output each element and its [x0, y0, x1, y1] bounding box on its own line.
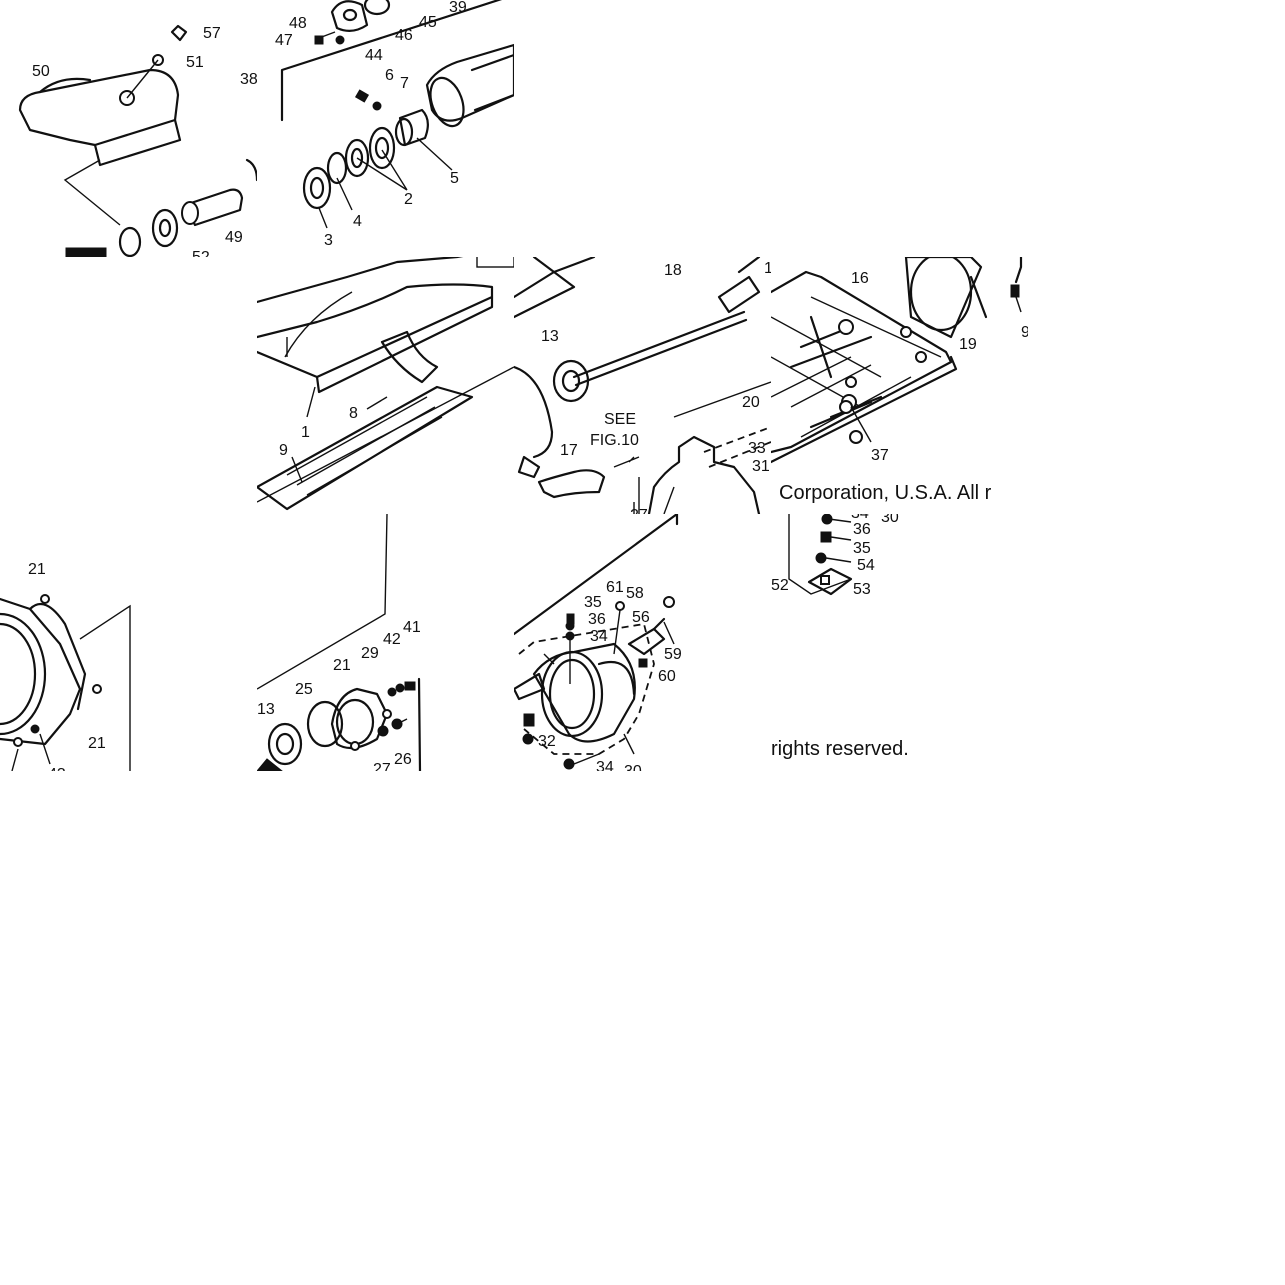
tile-3-drawing: 8 1 9 21 10 [257, 257, 514, 511]
tile-3-label: 1 [301, 424, 310, 441]
diagram-tile-7: 21 29 42 41 25 13 27 26 [257, 514, 514, 771]
tile-6-label: 21 [88, 735, 106, 752]
tile-4-label: 27 [630, 507, 648, 514]
tile-5-label: 16 [851, 270, 869, 287]
tile-8-label: 35 [584, 594, 602, 611]
see-figure-note: SEE [604, 411, 636, 428]
diagram-tile-4: 18 11 13 17 20 33 31 27 SEE FIG.10 [514, 257, 771, 514]
tile-9-label: 53 [853, 581, 871, 598]
tile-2-label: 4 [353, 213, 362, 230]
tile-2-label: 48 [289, 15, 307, 32]
tile-7-drawing: 21 29 42 41 25 13 27 26 [257, 514, 422, 771]
tile-7-label: 41 [403, 619, 421, 636]
tile-9-label: 34 [851, 514, 869, 522]
diagram-tile-6: 21 21 43 [0, 514, 257, 771]
tile-9-label: 54 [857, 557, 875, 574]
tile-1-label: 52 [192, 249, 210, 257]
tile-4-label: 17 [560, 442, 578, 459]
tile-2-label: 44 [365, 47, 383, 64]
diagram-tile-3: 8 1 9 21 10 [257, 257, 514, 514]
tile-4-label: 20 [742, 394, 760, 411]
tile-5-label: 9 [1021, 324, 1028, 341]
tile-1-drawing: 57 51 50 38 49 52 [18, 24, 257, 257]
copyright-text-fragment: Corporation, U.S.A. All r [779, 482, 992, 504]
tile-2-label: 3 [324, 232, 333, 249]
tile-8-drawing: 61 58 35 36 56 34 59 60 32 34 30 [514, 514, 682, 771]
diagram-tile-5: 16 19 9 37 [771, 257, 1028, 514]
tile-7-label: 29 [361, 645, 379, 662]
tile-8-label: 60 [658, 668, 676, 685]
tile-2-label: 5 [450, 170, 459, 187]
tile-5-drawing: 16 19 9 37 [771, 257, 1028, 464]
tile-9-label: 52 [771, 577, 789, 594]
tile-9-label: 30 [881, 514, 899, 526]
diagram-tile-2: 48 47 44 46 45 39 6 7 5 2 4 3 [257, 0, 514, 257]
tile-5-label: 37 [871, 447, 889, 464]
tile-1-label: 51 [186, 54, 204, 71]
diagram-tile-9: 34 36 30 35 54 52 53 [771, 514, 1028, 771]
tile-2-label: 39 [449, 0, 467, 16]
tile-2-label: 45 [419, 14, 437, 31]
tile-1-label: 57 [203, 25, 221, 42]
diagram-tile-8: 61 58 35 36 56 34 59 60 32 34 30 [514, 514, 771, 771]
tile-8-label: 32 [538, 733, 556, 750]
tile-4-label: 33 [748, 440, 766, 457]
tile-1-label: 49 [225, 229, 243, 246]
tile-7-label: 21 [333, 657, 351, 674]
tile-6-label: 43 [48, 766, 66, 771]
tile-7-label: 25 [295, 681, 313, 698]
tile-9-label: 36 [853, 521, 871, 538]
tile-1-label: 50 [32, 63, 50, 80]
tile-2-drawing: 48 47 44 46 45 39 6 7 5 2 4 3 [275, 0, 514, 249]
tile-7-label: 13 [257, 701, 275, 718]
copyright-text-fragment: rights reserved. [771, 738, 909, 760]
tile-5-label: 19 [959, 336, 977, 353]
tile-7-label: 42 [383, 631, 401, 648]
tile-8-label: 58 [626, 585, 644, 602]
tile-2-label: 2 [404, 191, 413, 208]
tile-8-label: 30 [624, 763, 642, 771]
tile-8-label: 61 [606, 579, 624, 596]
tile-8-label: 36 [588, 611, 606, 628]
tile-9-label: 35 [853, 540, 871, 557]
tile-8-label: 59 [664, 646, 682, 663]
tile-8-label: 56 [632, 609, 650, 626]
tile-8-label: 34 [590, 628, 608, 645]
tile-2-label: 47 [275, 32, 293, 49]
tile-4-drawing: 18 11 13 17 20 33 31 27 SEE FIG.10 [514, 257, 771, 514]
tile-3-label: 9 [279, 442, 288, 459]
see-figure-note: FIG.10 [590, 432, 639, 449]
tile-4-label: 31 [752, 458, 770, 475]
tile-7-label: 27 [373, 761, 391, 771]
diagram-tile-1: 57 51 50 38 49 52 [0, 0, 257, 257]
tile-9-drawing: 34 36 30 35 54 52 53 [771, 514, 899, 598]
tile-3-label: 8 [349, 405, 358, 422]
tile-6-drawing: 21 21 43 [0, 561, 131, 771]
tile-4-label: 13 [541, 328, 559, 345]
tile-2-label: 6 [385, 67, 394, 84]
tile-2-label: 7 [400, 75, 409, 92]
tile-4-label: 11 [764, 260, 771, 277]
tile-7-label: 26 [394, 751, 412, 768]
tile-4-label: 18 [664, 262, 682, 279]
tile-1-label: 38 [240, 71, 257, 88]
tile-6-label: 21 [28, 561, 46, 578]
tile-2-label: 46 [395, 27, 413, 44]
tile-8-label: 34 [596, 759, 614, 771]
